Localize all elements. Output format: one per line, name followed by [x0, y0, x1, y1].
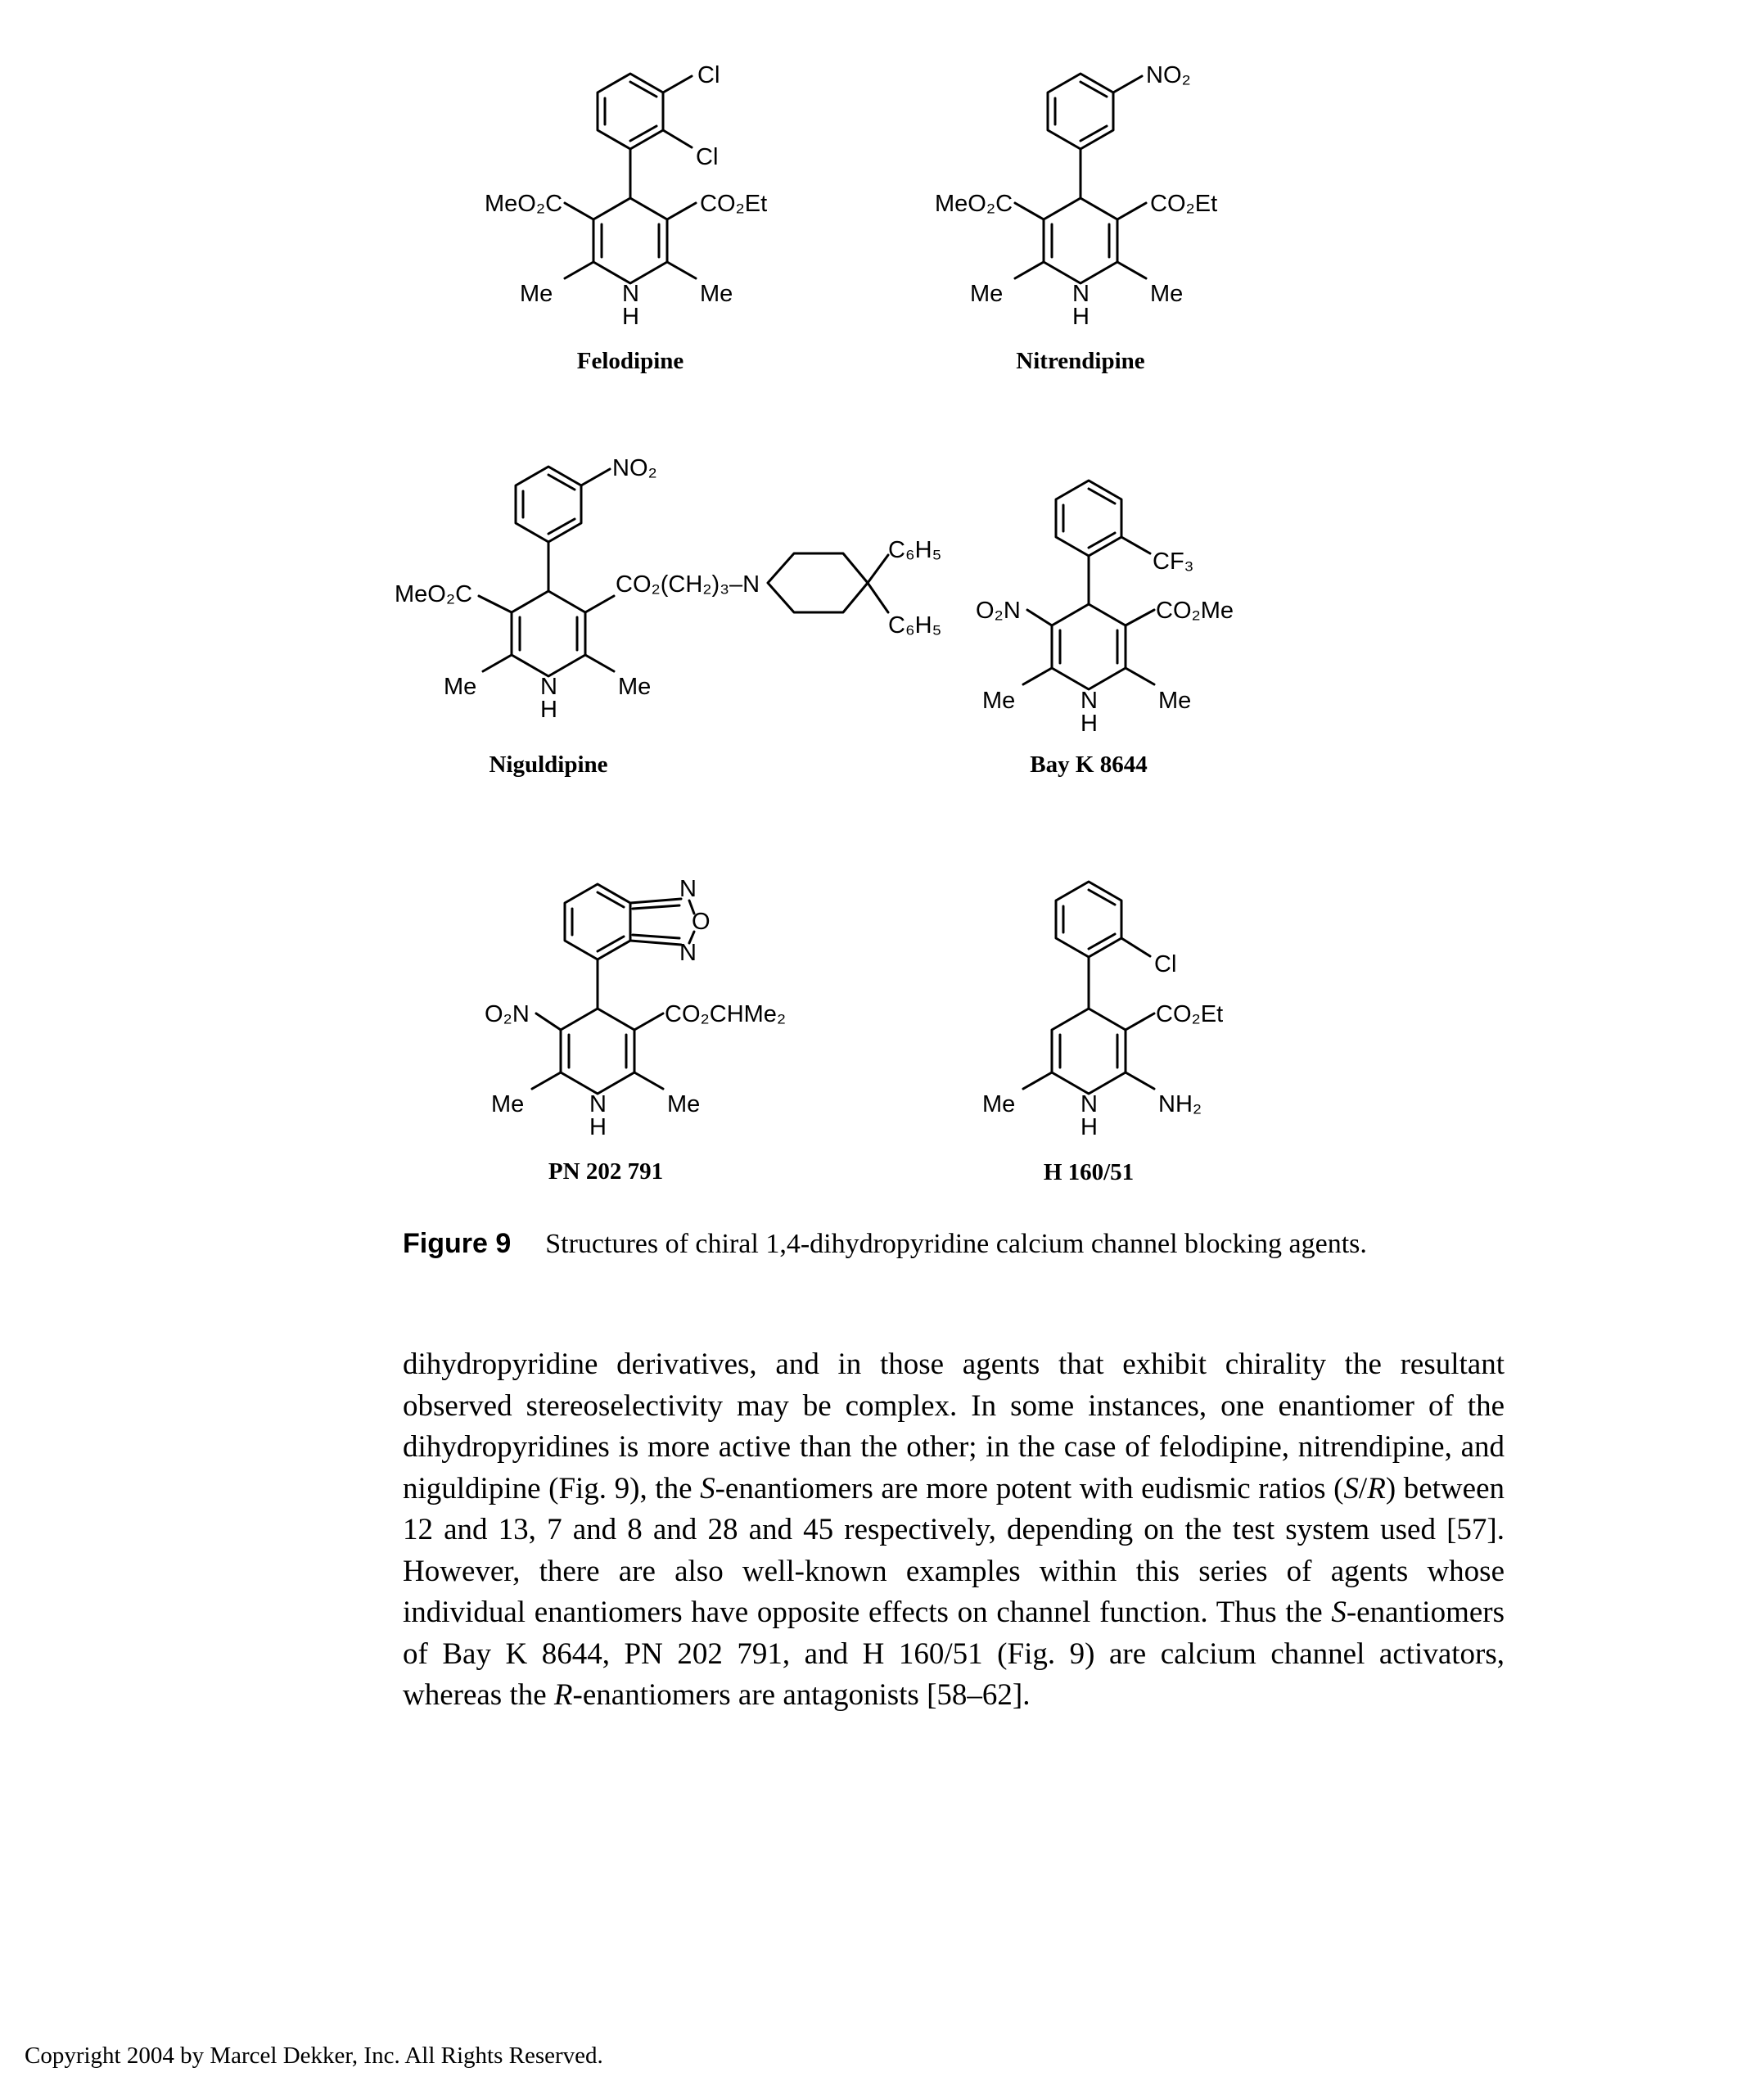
- body-text-run: S: [1343, 1471, 1359, 1505]
- structure-bay-k-8644: CF₃ O₂N CO₂Me Me N H Me Bay K 8644: [966, 475, 1326, 794]
- ester-right-label: CO₂Et: [1156, 1001, 1224, 1027]
- nitrogen-label: N: [589, 1091, 607, 1117]
- ester-left-label: MeO₂C: [485, 191, 563, 217]
- h-160-51-diagram: [1022, 880, 1156, 1095]
- ester-right-label: CO₂CHMe₂: [665, 1001, 787, 1027]
- nitrogen-label: N: [622, 281, 639, 307]
- body-paragraph: dihydropyridine derivatives, and in thos…: [403, 1344, 1505, 1717]
- nitro-left-label: O₂N: [976, 598, 1021, 624]
- oxadiazole-nitrogen-label: N: [679, 876, 697, 902]
- structure-felodipine: Cl Cl MeO₂C CO₂Et Me N H Me Felodipine: [458, 49, 884, 393]
- body-text-run: dihydropyridine derivatives, and in thos…: [403, 1347, 1505, 1505]
- chloro-label: Cl: [696, 144, 719, 170]
- oxadiazole-oxygen-label: O: [692, 909, 711, 935]
- bay-k-8644-diagram: [1022, 479, 1156, 691]
- hydrogen-label: H: [1081, 711, 1098, 737]
- nitro-label: NO₂: [1146, 62, 1191, 88]
- methyl-left-label: Me: [491, 1091, 525, 1117]
- hydrogen-label: H: [1081, 1114, 1098, 1140]
- compound-name-felodipine: Felodipine: [576, 348, 684, 374]
- methyl-left-label: Me: [982, 688, 1016, 714]
- body-text-run: S: [700, 1471, 715, 1505]
- methyl-right-label: Me: [618, 674, 652, 700]
- methyl-left-label: Me: [444, 674, 477, 700]
- compound-name-h-160-51: H 160/51: [1043, 1159, 1135, 1185]
- nitro-label: NO₂: [612, 455, 657, 481]
- felodipine-diagram: [563, 72, 697, 285]
- methyl-left-label: Me: [520, 281, 553, 307]
- body-text-run: /: [1358, 1471, 1368, 1505]
- pn-202-791-diagram: [530, 882, 696, 1095]
- chloro-label: Cl: [1154, 951, 1177, 977]
- methyl-left-label: Me: [970, 281, 1004, 307]
- compound-name-bay-k-8644: Bay K 8644: [1030, 752, 1148, 778]
- caption-text: Structures of chiral 1,4-dihydropyridine…: [545, 1229, 1367, 1259]
- phenyl-label: C₆H₅: [888, 612, 942, 639]
- ester-right-label: CO₂(CH₂)₃–N: [616, 571, 760, 598]
- ester-right-label: CO₂Et: [700, 191, 768, 217]
- trifluoromethyl-label: CF₃: [1153, 548, 1194, 575]
- ester-left-label: MeO₂C: [935, 191, 1013, 217]
- body-text-run: R: [553, 1678, 573, 1712]
- hydrogen-label: H: [1072, 304, 1090, 330]
- structure-pn-202-791: N O N O₂N CO₂CHMe₂ Me N H Me PN 202 791: [475, 860, 868, 1203]
- nitrogen-label: N: [1072, 281, 1090, 307]
- ester-right-label: CO₂Et: [1150, 191, 1218, 217]
- figure-label: Figure 9: [403, 1228, 512, 1259]
- methyl-left-label: Me: [982, 1091, 1016, 1117]
- ester-left-label: MeO₂C: [395, 581, 473, 607]
- body-text-run: -enantiomers of Bay K 8644, PN 202 791, …: [403, 1596, 1505, 1712]
- hydrogen-label: H: [540, 697, 557, 723]
- copyright-notice: Copyright 2004 by Marcel Dekker, Inc. Al…: [25, 2043, 603, 2069]
- phenyl-label: C₆H₅: [888, 537, 942, 563]
- nitrogen-label: N: [1081, 1091, 1098, 1117]
- body-text-run: -enantiomers are antagonists [58–62].: [572, 1678, 1031, 1712]
- compound-name-pn-202-791: PN 202 791: [548, 1158, 664, 1185]
- nitro-left-label: O₂N: [485, 1001, 530, 1027]
- structure-niguldipine: NO₂ MeO₂C CO₂(CH₂)₃–N C₆H₅ C₆H₅ Me N H M…: [393, 442, 982, 794]
- figure-caption: Figure 9 Structures of chiral 1,4-dihydro…: [403, 1228, 1516, 1260]
- amino-label: NH₂: [1158, 1091, 1202, 1117]
- body-text-run: R: [1367, 1471, 1386, 1505]
- nitrogen-label: N: [540, 674, 557, 700]
- hydrogen-label: H: [589, 1114, 607, 1140]
- nitrogen-label: N: [1081, 688, 1098, 714]
- body-text-run: ) between 12 and 13, 7 and 8 and 28 and …: [403, 1471, 1505, 1630]
- hydrogen-label: H: [622, 304, 639, 330]
- methyl-right-label: Me: [700, 281, 733, 307]
- body-text-run: -enantiomers are more potent with eudism…: [715, 1471, 1344, 1505]
- body-text-run: S: [1331, 1596, 1347, 1629]
- chloro-label: Cl: [697, 62, 720, 88]
- ester-right-label: CO₂Me: [1156, 598, 1234, 624]
- compound-name-niguldipine: Niguldipine: [489, 752, 608, 778]
- nitrendipine-diagram: [1013, 72, 1148, 285]
- methyl-right-label: Me: [1158, 688, 1192, 714]
- methyl-right-label: Me: [1150, 281, 1184, 307]
- structure-nitrendipine: NO₂ MeO₂C CO₂Et Me N H Me Nitrendipine: [909, 49, 1334, 393]
- oxadiazole-nitrogen-label: N: [679, 940, 697, 966]
- structure-h-160-51: Cl CO₂Et Me N H NH₂ H 160/51: [966, 868, 1326, 1203]
- compound-name-nitrendipine: Nitrendipine: [1016, 348, 1145, 374]
- niguldipine-diagram: [477, 465, 890, 678]
- methyl-right-label: Me: [667, 1091, 701, 1117]
